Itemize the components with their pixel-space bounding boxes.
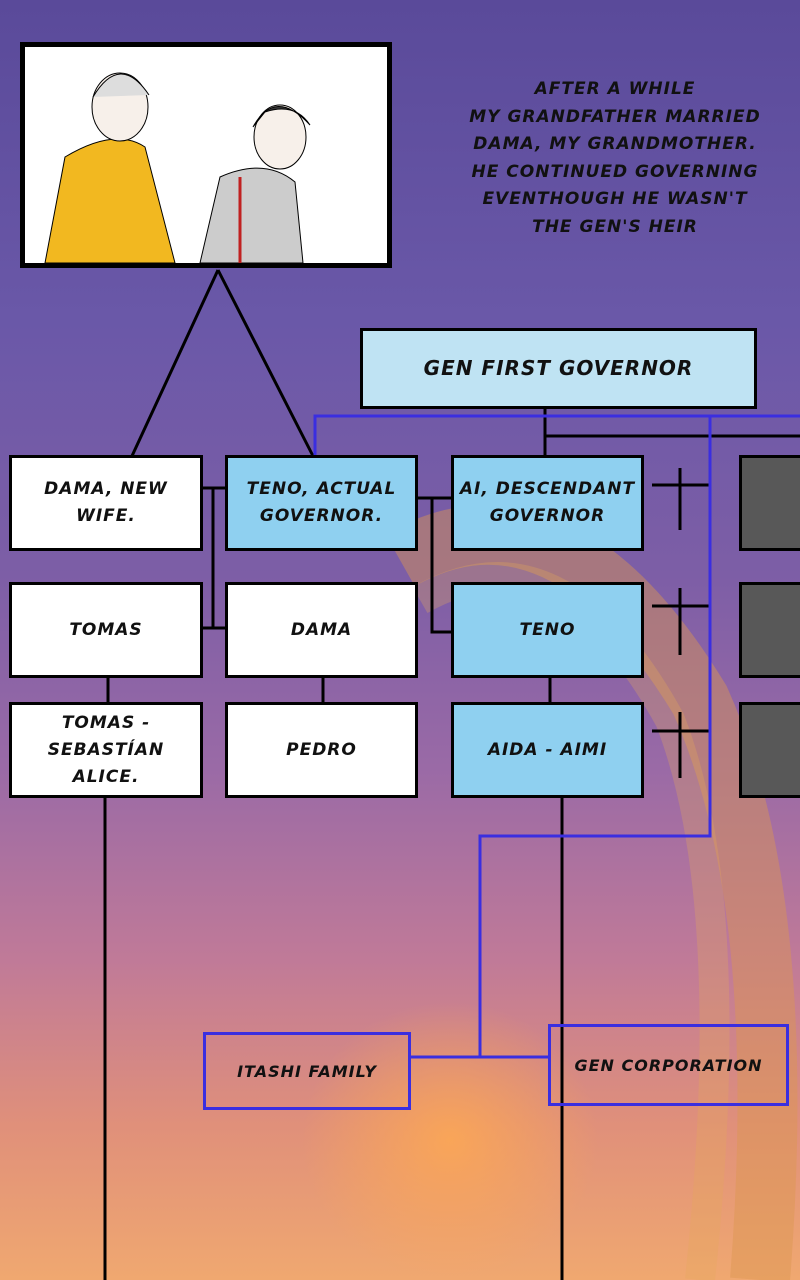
tree-node-hidden [739,455,800,551]
tree-node: Dama, New WIfe. [9,455,203,551]
tree-node: Ai, descendant governor [451,455,644,551]
comic-panel-couple [20,42,392,268]
tree-node-hidden [739,702,800,798]
narration-text: After a while My grandfather married Dam… [450,76,780,241]
tree-node: Teno [451,582,644,678]
narration-line: He continued governing [471,161,759,182]
tree-node: pedro [225,702,418,798]
tree-node: Tomas - Sebastían Alice. [9,702,203,798]
narration-line: Dama, my grandmother. [473,134,757,154]
gen-corporation-label: Gen Corporation [548,1024,789,1106]
itashi-family-label: Itashi Family [203,1032,411,1110]
tree-node: Teno, actual Governor. [225,455,418,551]
narration-line: After a while [534,79,696,99]
tree-node-root: Gen First Governor [360,328,757,409]
tree-node-hidden [739,582,800,678]
tree-node: Dama [225,582,418,678]
narration-line: My grandfather married [469,106,761,127]
narration-line: the Gen's heir [532,216,698,237]
narration-line: eventhough he wasn't [482,189,748,209]
couple-illustration [44,72,311,264]
tree-node: Aida - Aimi [451,702,644,798]
tree-node: Tomas [9,582,203,678]
